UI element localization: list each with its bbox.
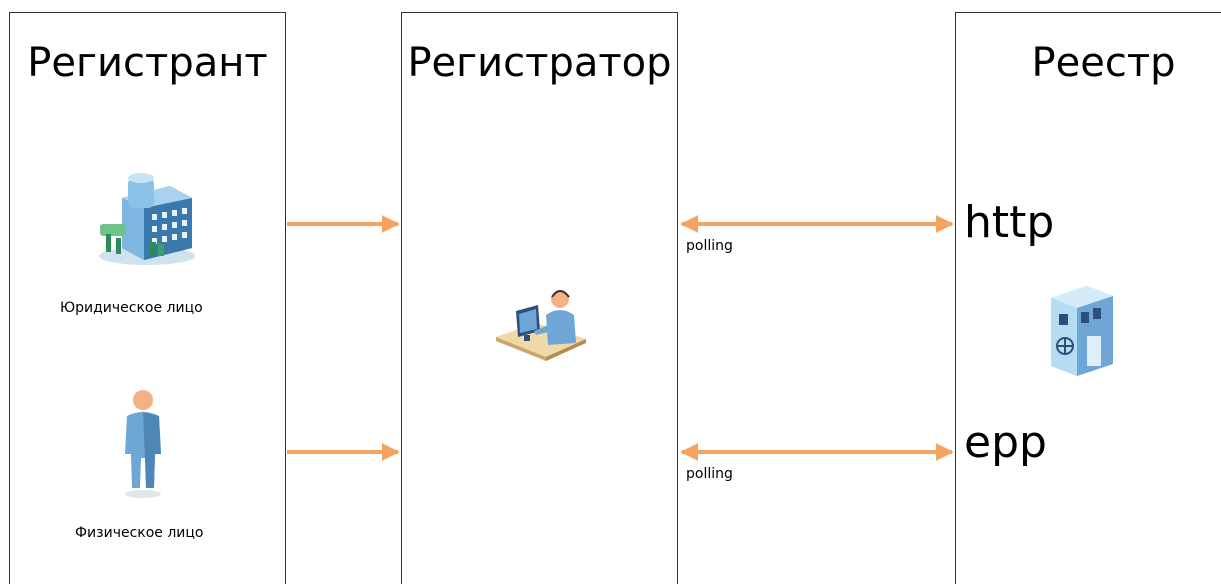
person-icon bbox=[125, 390, 161, 498]
polling-label-bottom: polling bbox=[686, 466, 733, 482]
individual-label: Физическое лицо bbox=[75, 525, 204, 541]
polling-label-top: polling bbox=[686, 238, 733, 254]
office-building-icon bbox=[99, 173, 195, 265]
operator-at-desk-icon bbox=[496, 290, 586, 361]
epp-label: epp bbox=[964, 417, 1047, 468]
server-building-icon bbox=[1051, 286, 1113, 376]
legal-entity-label: Юридическое лицо bbox=[60, 300, 203, 316]
lane-registrar: Регистратор bbox=[401, 12, 678, 584]
lane-title-registrant: Регистрант bbox=[27, 40, 268, 86]
http-label: http bbox=[964, 197, 1055, 248]
lane-title-registry: Реестр bbox=[1031, 40, 1176, 86]
lane-registrant: Регистрант bbox=[9, 12, 286, 584]
lane-title-registrar: Регистратор bbox=[407, 40, 672, 86]
connector-arrows bbox=[287, 215, 954, 461]
